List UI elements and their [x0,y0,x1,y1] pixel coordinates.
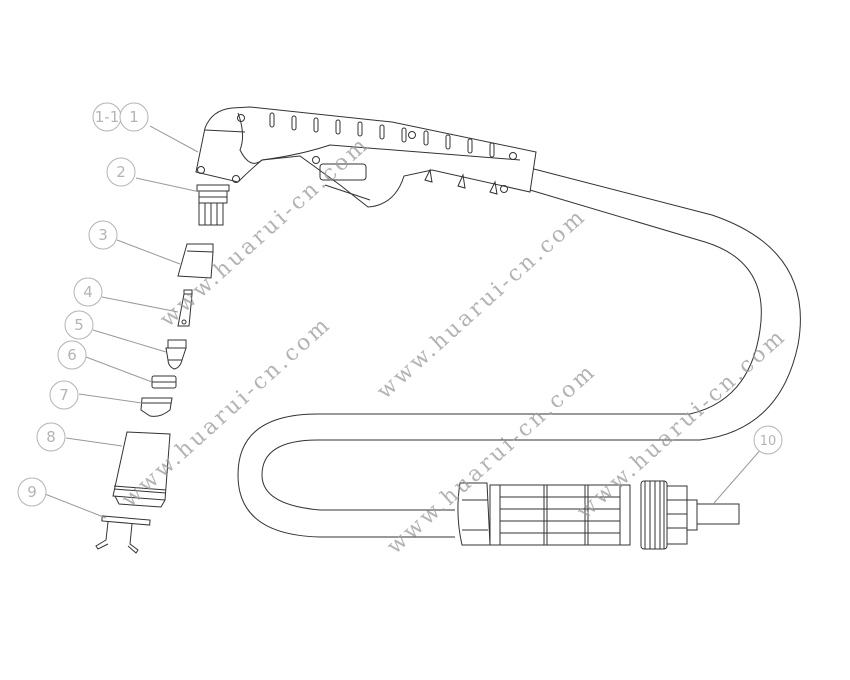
connector-assembly [457,480,740,550]
svg-text:5: 5 [74,316,84,334]
callout-2: 2 [106,157,136,187]
callout-1-1: 1-1 [92,102,122,132]
part-6-nozzle-ring [151,375,177,389]
svg-text:1: 1 [129,108,139,126]
svg-text:6: 6 [67,346,77,364]
part-9-standoff-guide [95,515,151,554]
watermark-1: www.huarui-cn.com [155,132,374,333]
part-7-nozzle [140,397,173,417]
svg-text:2: 2 [116,163,126,181]
callouts: 1-1 1 2 3 4 5 6 7 [17,102,783,507]
part-8-shield-cup [112,431,171,508]
svg-text:7: 7 [59,386,69,404]
svg-text:3: 3 [98,226,108,244]
callout-8: 8 [36,422,66,452]
callout-9: 9 [17,477,47,507]
watermark-2: www.huarui-cn.com [372,204,591,405]
torch-handle [195,106,537,208]
callout-3: 3 [88,220,118,250]
callout-1: 1 [119,102,149,132]
svg-text:4: 4 [83,283,93,301]
svg-text:9: 9 [27,483,37,501]
callout-6: 6 [57,340,87,370]
svg-text:8: 8 [46,428,56,446]
part-3-sleeve [177,243,214,279]
hose [237,167,801,538]
callout-7: 7 [49,380,79,410]
torch-body-end [196,184,230,226]
callout-5: 5 [64,310,94,340]
leader-lines [44,125,764,519]
callout-10: 10 [753,425,783,455]
part-4-electrode [177,289,193,327]
svg-text:1-1: 1-1 [95,108,120,126]
svg-text:10: 10 [760,434,777,449]
callout-4: 4 [73,277,103,307]
handle-vents [269,112,495,158]
part-5-swirl-ring [165,339,187,370]
